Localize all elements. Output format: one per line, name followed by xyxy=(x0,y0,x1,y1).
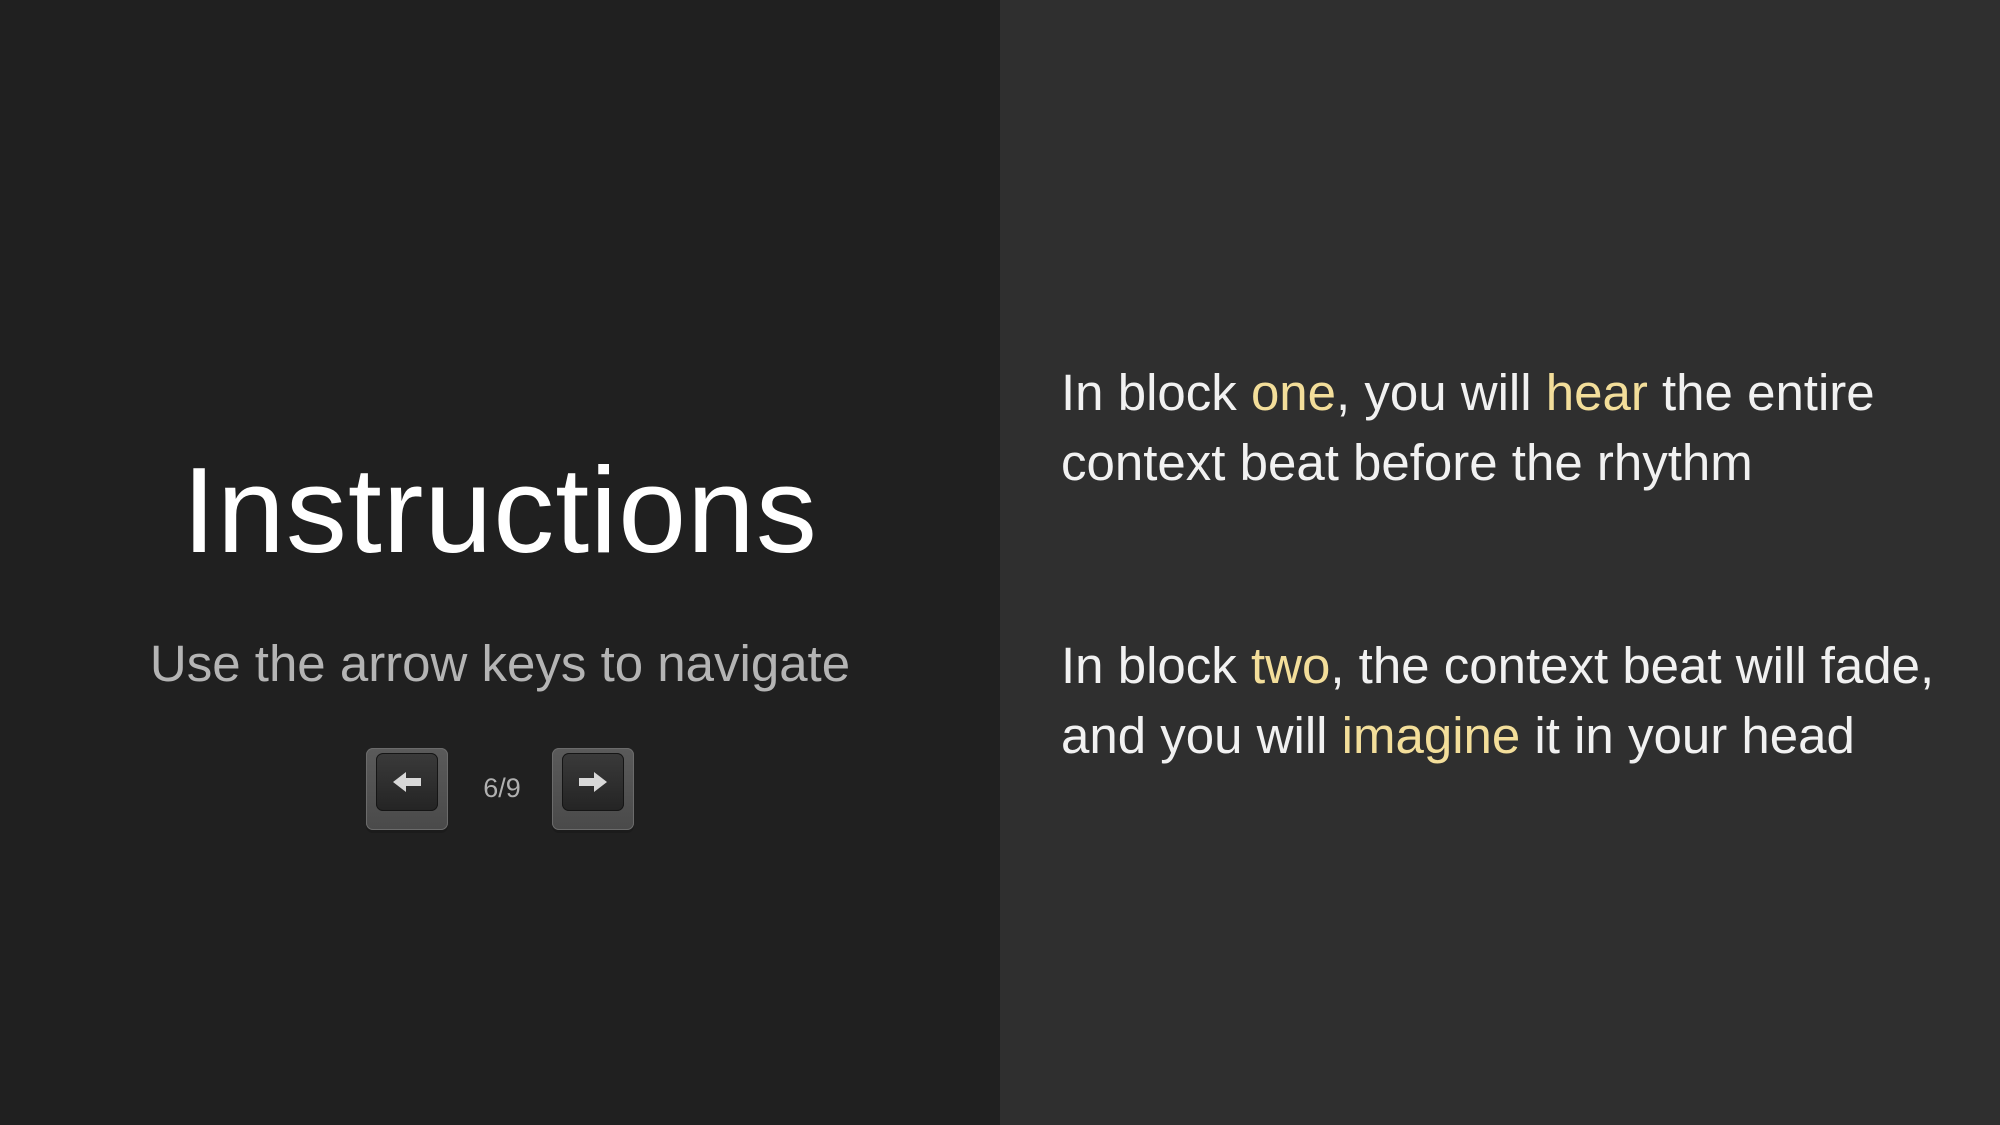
page-title: Instructions xyxy=(182,442,818,578)
right-arrow-icon xyxy=(579,772,607,792)
highlighted-word: hear xyxy=(1545,364,1648,421)
page-counter: 6/9 xyxy=(483,773,521,803)
instruction-block-two: In block two, the context beat will fade… xyxy=(1061,631,1961,771)
previous-page-button[interactable] xyxy=(366,748,448,830)
instruction-text: In block xyxy=(1061,637,1251,694)
highlighted-word: two xyxy=(1250,637,1331,694)
highlighted-word: one xyxy=(1250,364,1337,421)
left-arrow-key-icon xyxy=(376,753,438,811)
next-page-button[interactable] xyxy=(552,748,634,830)
instruction-text: , the context beat will fade, and you wi… xyxy=(1061,637,1935,764)
instruction-text: the entire context beat before the rhyth… xyxy=(1061,364,1875,491)
left-panel: Instructions Use the arrow keys to navig… xyxy=(149,442,851,830)
instruction-block-one: In block one, you will hear the entire c… xyxy=(1061,358,1961,498)
right-arrow-key-icon xyxy=(562,753,624,811)
right-panel xyxy=(1000,0,2000,1125)
left-arrow-icon xyxy=(393,772,421,792)
highlighted-word: imagine xyxy=(1341,707,1521,764)
instruction-text: In block xyxy=(1061,364,1251,421)
instruction-text: , you will xyxy=(1336,364,1546,421)
page-navigation: 6/9 xyxy=(366,748,636,830)
instruction-text: it in your head xyxy=(1520,707,1855,764)
navigation-hint: Use the arrow keys to navigate xyxy=(149,635,851,692)
